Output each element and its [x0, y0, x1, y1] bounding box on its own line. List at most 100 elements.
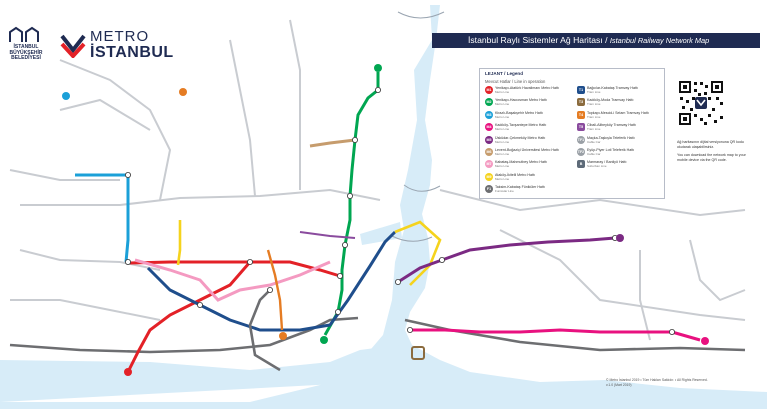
map-title-separator: / [602, 35, 610, 45]
legend-label-main: Bağcılar-Kabataş Tramvay Hattı [587, 86, 638, 90]
legend-label-main: Kabataş-Mahmutbey Metro Hattı [495, 160, 547, 165]
qr-caption-en: You can download the network map to your… [677, 153, 746, 162]
legend-label-main: Maçka-Taşkışla Teleferik Hattı [587, 135, 635, 140]
station-kadikoy-moda [411, 346, 425, 360]
legend-badge-tf1: TF1 [577, 135, 585, 144]
line-badges [62, 64, 709, 376]
footer-copyright: © Metro İstanbul 2019 • Tüm Hakları Sakl… [606, 378, 708, 382]
bridges [391, 11, 445, 242]
legend-label-sub: Metro Line [495, 127, 510, 132]
header-logos: İSTANBUL BÜYÜKŞEHİR BELEDİYESİ METRO İST… [6, 26, 176, 70]
bridge-middle [403, 184, 441, 192]
planned-lines [9, 19, 746, 341]
line-m9 [176, 220, 182, 266]
line-t5 [299, 231, 356, 239]
legend-badge-m7: M7 [485, 160, 493, 169]
legend-badge-m1: M1 [485, 86, 493, 94]
logo-istanbul-text: İSTANBUL [90, 44, 174, 61]
legend-label-sub: Suburban Line [587, 164, 607, 169]
line-m6 [309, 138, 356, 148]
legend-badge-t1: T1 [577, 86, 585, 94]
legend-label-main: Kirazlı-Başakşehir Metro Hattı [495, 110, 543, 115]
legend-label-sub: Metro Line [495, 176, 510, 181]
legend-label-sub: Tram Line [587, 90, 601, 94]
legend-badge-m2: M2 [485, 98, 493, 107]
legend-label-sub: Metro Line [495, 164, 510, 169]
legend-badge-f1: F1 [485, 185, 493, 194]
legend-label-sub: Tram Line [587, 127, 601, 132]
line-m4-end [671, 330, 701, 342]
legend-label-sub: Metro Line [495, 114, 510, 119]
legend-panel: LEJANT / Legend Mevcut Hatlar / Line in … [479, 68, 665, 199]
legend-label-main: Kadıköy-Moda Tramvay Hattı [587, 98, 634, 103]
legend-label-main: Eyüp-Piyer Loti Teleferik Hattı [587, 148, 635, 152]
legend-label-sub: Tram Line [587, 102, 601, 107]
legend-label-main: Ataköy-İkitelli Metro Hattı [495, 172, 535, 177]
qr-caption-tr: Ağ haritasının dijital versiyonuna QR ko… [677, 140, 744, 149]
map-footer: © Metro İstanbul 2019 • Tüm Hakları Sakl… [606, 378, 708, 387]
line-m4 [410, 328, 672, 334]
legend-badge-m6: M6 [485, 148, 493, 156]
legend-label-sub: Tram Line [587, 114, 601, 119]
legend-label-main: Taksim-Kabataş Füniküler Hattı [495, 185, 545, 190]
legend-label-main: Kadıköy-Tavşantepe Metro Hattı [495, 123, 547, 128]
legend-badge-t5: T5 [577, 123, 585, 132]
line-m5 [397, 236, 616, 284]
map-title-bar: İstanbul Raylı Sistemler Ağ Haritası / I… [432, 33, 760, 48]
line-m7 [134, 258, 331, 302]
footer-version: v.1.0 (Mart 2019) [606, 382, 632, 387]
golden-horn-water [360, 222, 402, 245]
legend-label-main: Topkapı-Mescid-i Selam Tramvay Hattı [587, 110, 649, 115]
logo-metro-text: METRO [90, 28, 150, 45]
ibb-logo-icon [9, 26, 39, 42]
metro-istanbul-logo-icon [60, 34, 86, 58]
bridge-south [391, 235, 433, 242]
map-title-en: Istanbul Railway Network Map [609, 36, 710, 45]
ibb-logo-text: İSTANBUL BÜYÜKŞEHİR BELEDİYESİ [9, 44, 43, 61]
legend-label-sub: Metro Line [495, 90, 510, 94]
legend-label-sub: Cable Car [587, 152, 601, 156]
legend-badge-m5: M5 [485, 135, 493, 144]
qr-code-icon[interactable] [678, 80, 724, 126]
legend-badge-m4: M4 [485, 123, 493, 132]
line-t4 [266, 249, 284, 331]
legend-label-sub: Cable Car [587, 139, 601, 144]
legend-badge-m3: M3 [485, 110, 493, 119]
legend-label-sub: Metro Line [495, 139, 510, 144]
legend-badge-tf2: TF2 [577, 148, 585, 156]
map-title-tr: İstanbul Raylı Sistemler Ağ Haritası [468, 35, 603, 45]
legend-badge-m9: M9 [485, 172, 493, 181]
legend-label: Levent-Boğaziçi Üniversitesi Metro Hattı… [495, 148, 559, 156]
legend-subtitle: Mevcut Hatlar / Line in operation [485, 79, 546, 84]
line-yellow-asian [394, 220, 442, 286]
legend-badge-b: B [577, 160, 585, 169]
marmara-sea [0, 345, 410, 402]
legend-label-main: Yenikapı-Atatürk Havalimanı Metro Hattı [495, 86, 559, 90]
line-m3 [75, 173, 130, 263]
legend-label-main: Marmaray / Banliyö Hattı [587, 160, 627, 165]
legend-label-main: Üsküdar-Çekmeköy Metro Hattı [495, 135, 546, 140]
legend-label-main: Levent-Boğaziçi Üniversitesi Metro Hattı [495, 148, 559, 152]
legend-badge-t4: T4 [577, 110, 585, 119]
legend-label-sub: Metro Line [495, 152, 510, 156]
legend-title: LEJANT / Legend [485, 71, 524, 76]
legend-label-sub: Funicular Line [495, 189, 514, 194]
line-suburban-asian [404, 318, 746, 352]
line-suburban-european [9, 316, 359, 354]
legend-badge-t3: T3 [577, 98, 585, 107]
